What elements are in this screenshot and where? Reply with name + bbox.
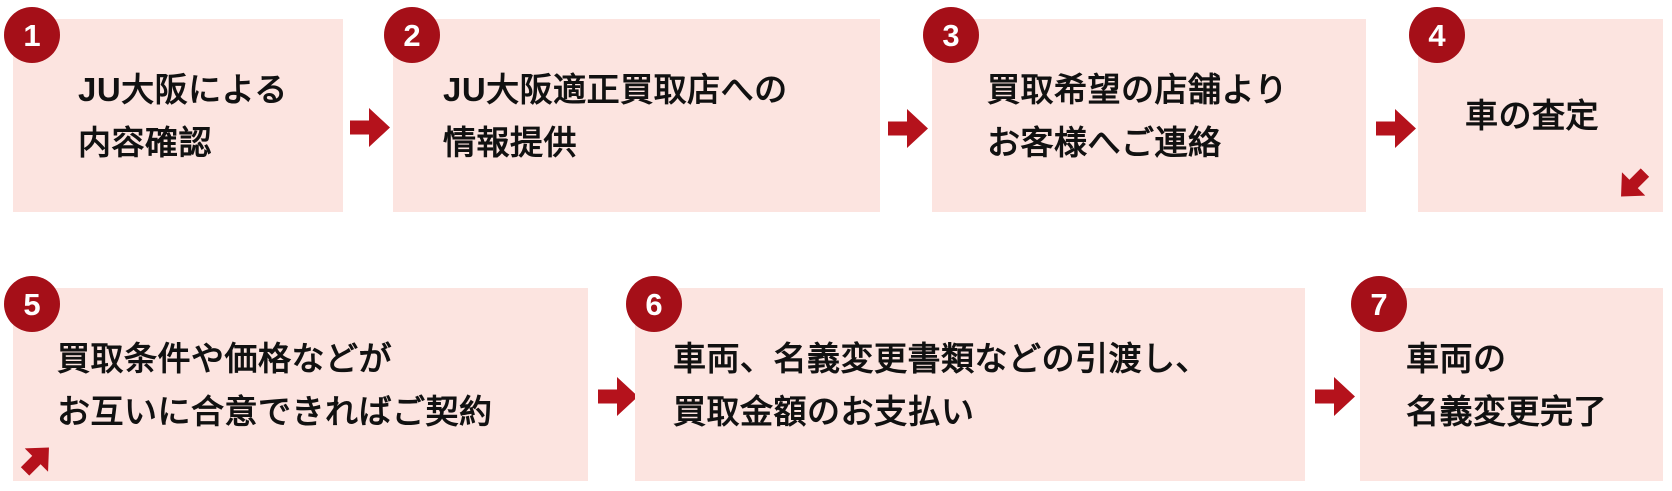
step-text-line: JU大阪による [78, 70, 288, 108]
step-box-3: 3 買取希望の店舗より お客様へご連絡 [923, 7, 1366, 212]
step-number: 4 [1428, 17, 1446, 53]
arrow-down-left-icon [1621, 168, 1650, 197]
step-text-line: 車の査定 [1465, 97, 1599, 134]
step-number-badge-7: 7 [1351, 276, 1407, 332]
step-text-line: 車両の [1406, 339, 1507, 377]
arrow-right-icon [888, 109, 928, 148]
step-box-2: 2 JU大阪適正買取店への 情報提供 [384, 7, 880, 212]
step-text-line: JU大阪適正買取店への [443, 70, 788, 108]
step-box-4: 4 車の査定 [1409, 7, 1663, 212]
step-number: 7 [1370, 286, 1388, 322]
step-number-badge-4: 4 [1409, 7, 1465, 63]
step-number-badge-1: 1 [4, 7, 60, 63]
arrow-right-icon [598, 377, 638, 416]
arrow-right-icon [350, 108, 390, 147]
step-text-line: 情報提供 [443, 123, 577, 161]
step-text-line: お互いに合意できればご契約 [57, 392, 493, 430]
step-number-badge-6: 6 [626, 276, 682, 332]
step-box-6: 6 車両、名義変更書類などの引渡し、 買取金額のお支払い [626, 276, 1305, 481]
arrow-right-icon [1315, 377, 1355, 416]
step-text-line: お客様へご連絡 [987, 123, 1222, 161]
step-box-5: 5 買取条件や価格などが お互いに合意できればご契約 [4, 276, 588, 481]
step-number-badge-3: 3 [923, 7, 979, 63]
step-text-line: 買取希望の店舗より [987, 70, 1288, 108]
step-box-7: 7 車両の 名義変更完了 [1351, 276, 1663, 481]
arrow-right-icon [1376, 109, 1416, 148]
step-number-badge-2: 2 [384, 7, 440, 63]
step-text-line: 車両、名義変更書類などの引渡し、 [673, 339, 1209, 377]
step-number: 6 [645, 286, 663, 322]
step-number: 1 [23, 17, 41, 53]
arrow-up-right-icon [20, 447, 49, 476]
step-text-line: 買取金額のお支払い [673, 392, 975, 430]
step-number: 3 [942, 17, 960, 53]
step-box-1: 1 JU大阪による 内容確認 [4, 7, 343, 212]
step-number-badge-5: 5 [4, 276, 60, 332]
step-text-line: 名義変更完了 [1406, 392, 1607, 430]
step-text-line: 買取条件や価格などが [57, 339, 392, 377]
step-text-line: 内容確認 [78, 123, 212, 161]
step-number: 5 [23, 286, 41, 322]
step-number: 2 [403, 17, 421, 53]
